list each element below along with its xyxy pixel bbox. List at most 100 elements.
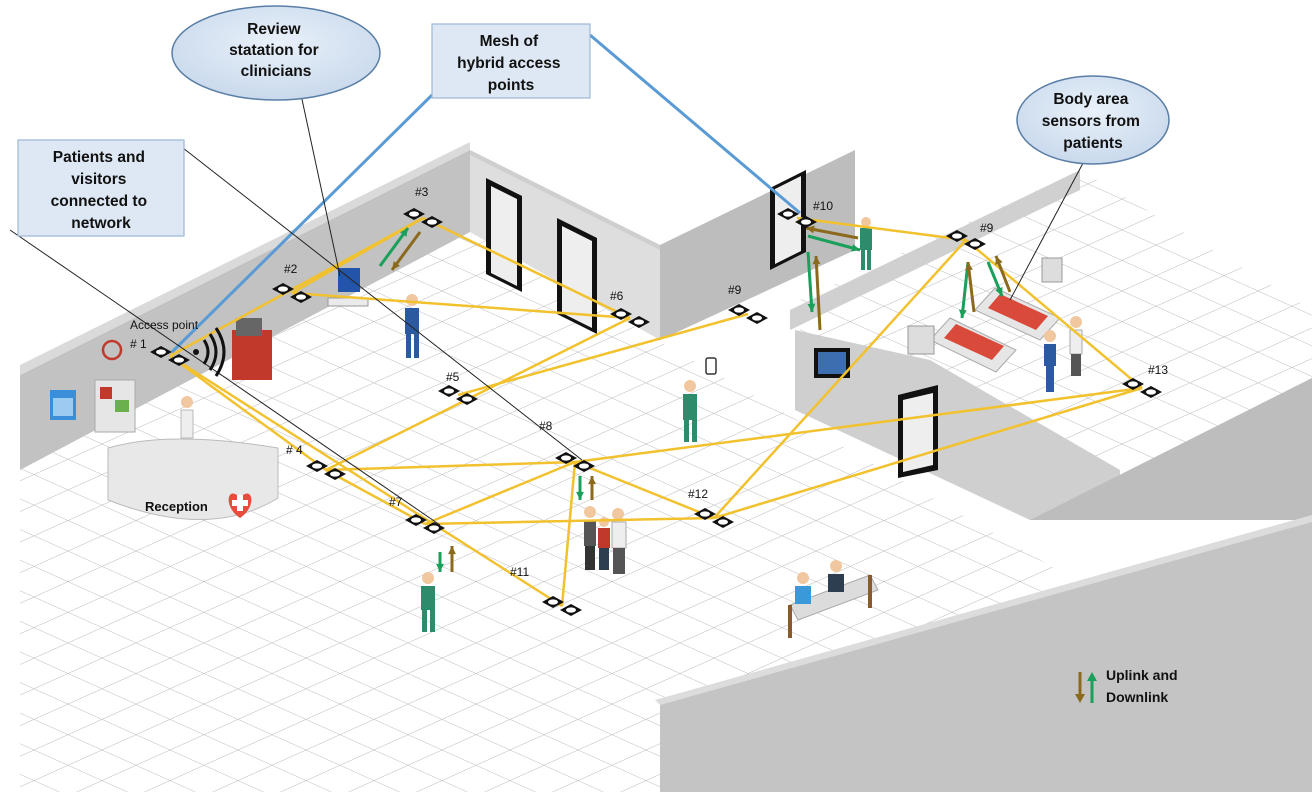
access-point-node: #11	[510, 565, 582, 616]
access-point-label: # 1	[130, 337, 147, 351]
access-point-label: #6	[610, 289, 624, 303]
person	[421, 572, 435, 632]
mesh-link-ap1-ap4	[169, 354, 327, 472]
hospital-bed	[929, 317, 1017, 373]
callout-patients-text: Patients and visitors connected to netwo…	[51, 149, 152, 232]
callout-line-body	[1009, 149, 1091, 301]
access-point-label: #7	[389, 495, 403, 509]
access-points: # 1 #2 #3 # 4 #5 #6 #7 #8 #9 #9 #10 #11 #12 #13	[130, 185, 1168, 616]
mesh-link-ap2-ap3	[291, 216, 424, 295]
uplink-arrow-head	[995, 287, 1003, 296]
access-point-label: #8	[539, 419, 553, 433]
person	[180, 396, 194, 439]
access-point-node: #5	[438, 370, 478, 405]
mesh-link-ap7-ap8	[424, 460, 576, 526]
uplink-arrow-head	[958, 309, 967, 318]
callout-review-station-text: Review statation for clinicians	[229, 21, 323, 80]
access-point-label: # 4	[286, 443, 303, 457]
mesh-link-ap8-ap13	[574, 386, 1143, 464]
downlink-arrow-head	[392, 261, 400, 270]
front-wall	[660, 520, 1312, 792]
door	[486, 178, 522, 292]
front-wall-top	[655, 515, 1312, 705]
ward-wall-lower	[795, 330, 1120, 520]
access-point-label: #5	[446, 370, 460, 384]
center-block-side	[660, 150, 855, 340]
uplink-arrow	[807, 234, 861, 252]
callout-mesh-text: Mesh of hybrid access points	[457, 33, 565, 94]
access-point-label: #3	[415, 185, 429, 199]
uplink-arrow	[806, 251, 814, 313]
downlink-arrow	[805, 226, 859, 240]
uplink-arrow-head	[576, 491, 584, 500]
uplink-arrow-head	[436, 563, 444, 572]
downlink-arrow-head	[812, 256, 821, 265]
mesh-links	[169, 216, 1143, 608]
access-point-node: #13	[1122, 363, 1168, 398]
wifi-icon	[193, 327, 226, 377]
person	[1044, 330, 1056, 392]
callout-line-mesh-1	[170, 93, 434, 354]
downlink-arrow-head	[448, 546, 456, 555]
uplink-downlink-arrows	[378, 225, 1012, 572]
person-group	[584, 506, 627, 574]
mesh-link-ap1-ap11	[169, 354, 563, 608]
hospital-bed	[974, 287, 1061, 341]
access-point-node: #6	[610, 289, 650, 328]
legend: Uplink and Downlink	[1075, 667, 1178, 705]
callout-patients: Patients and visitors connected to netwo…	[17, 139, 185, 237]
callout-review-station: Review statation for clinicians	[171, 5, 381, 101]
access-point-node: #9	[728, 283, 768, 324]
callout-line-review	[299, 89, 341, 277]
left-wall-top	[20, 142, 470, 375]
downlink-arrow	[966, 261, 976, 313]
wall-tv	[814, 348, 850, 378]
medical-heart-icon	[228, 493, 252, 518]
door	[557, 218, 597, 334]
reception-label: Reception	[145, 499, 208, 514]
access-point-label: #11	[510, 565, 529, 579]
downlink-arrow-head	[588, 476, 596, 485]
access-point-label: #12	[688, 487, 708, 501]
clock-icon	[101, 339, 123, 361]
mesh-link-ap2-ap6	[291, 291, 631, 320]
coffee-machine	[232, 318, 272, 380]
access-point-node: # 1	[130, 337, 190, 366]
downlink-arrow	[814, 255, 822, 331]
mesh-link-ap8-ap12	[574, 460, 715, 520]
downlink-arrow-head	[806, 225, 815, 234]
center-block-wall	[470, 150, 660, 250]
access-point-label: #2	[284, 262, 298, 276]
access-point-node: #3	[403, 185, 443, 228]
uplink-arrow	[960, 261, 970, 319]
mesh-link-ap12-ap9b	[713, 239, 967, 519]
access-point-label: #13	[1148, 363, 1168, 377]
mesh-link-ap5-ap9a	[457, 312, 749, 397]
callout-mesh: Mesh of hybrid access points	[431, 23, 591, 99]
access-point-node: # 4	[286, 443, 346, 480]
mesh-link-ap11-ap8	[560, 461, 577, 607]
door	[898, 385, 938, 478]
mesh-link-ap4-ap8	[325, 460, 576, 472]
access-point-node: #2	[272, 262, 312, 303]
callout-line-patients-2	[182, 147, 583, 461]
mesh-link-ap4-ap6	[325, 316, 631, 472]
medical-monitor	[907, 257, 1063, 355]
access-point-label: #10	[813, 199, 833, 213]
person	[1069, 316, 1083, 376]
person	[405, 294, 419, 358]
shelf	[94, 379, 136, 433]
uplink-arrow-head	[807, 303, 816, 312]
callout-line-mesh-2	[589, 33, 801, 215]
person	[795, 560, 844, 604]
legend-arrows-icon	[1075, 672, 1097, 703]
callout-body-area-text: Body area sensors from patients	[1042, 91, 1145, 152]
person	[683, 380, 697, 442]
tablet-icon	[705, 357, 717, 375]
access-point-label: #9	[980, 221, 994, 235]
access-point-node: #7	[389, 495, 445, 534]
uplink-arrow-head	[851, 244, 860, 252]
access-point-node: #9	[946, 221, 994, 250]
access-point-node: #12	[688, 487, 734, 528]
